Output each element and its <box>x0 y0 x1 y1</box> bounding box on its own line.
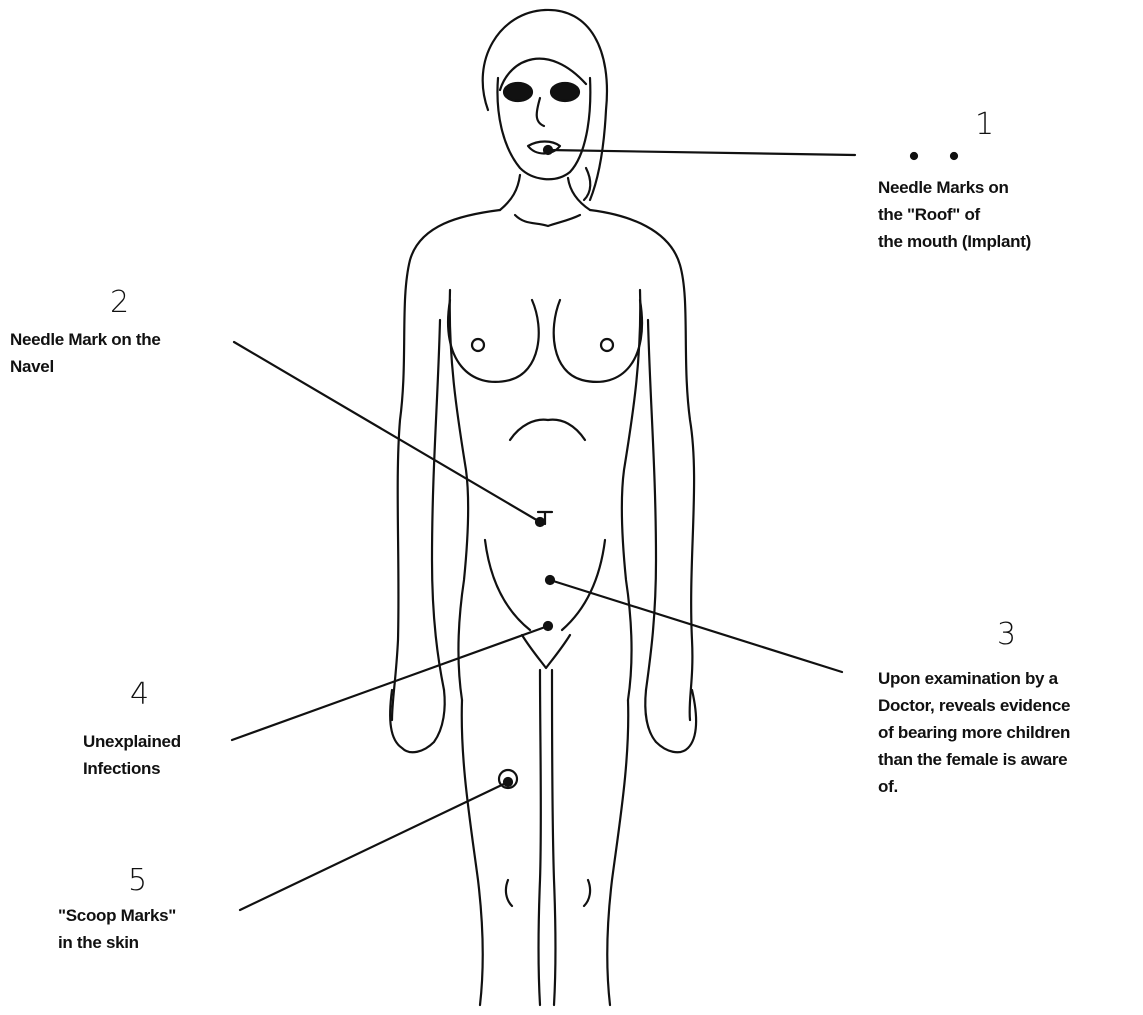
right-eye <box>551 83 579 101</box>
hair-tail <box>584 168 590 200</box>
left-inner-arm <box>432 320 444 690</box>
target-dot-4 <box>544 622 552 630</box>
annotation-2-number: 2 <box>110 288 129 318</box>
ribcage-line <box>510 420 585 440</box>
target-dot-3 <box>546 576 554 584</box>
groin <box>522 635 570 668</box>
nose <box>537 98 544 126</box>
right-inner-arm <box>646 320 656 690</box>
right-breast <box>554 300 642 382</box>
annotation-4-line-1: Unexplained <box>83 728 181 755</box>
annotation-2-line-1: Needle Mark on the <box>10 326 160 353</box>
left-knee <box>506 880 512 906</box>
annotation-2-line-2: Navel <box>10 353 160 380</box>
neck-right <box>568 178 590 210</box>
left-leg-outer <box>462 700 483 1005</box>
annotation-3-label: Upon examination by a Doctor, reveals ev… <box>878 665 1070 800</box>
right-hand <box>645 690 696 752</box>
annotation-2-label: Needle Mark on the Navel <box>10 326 160 380</box>
target-dot-1 <box>544 146 552 154</box>
neck-left <box>500 175 520 210</box>
left-eye <box>504 83 532 101</box>
left-nipple <box>472 339 484 351</box>
left-breast <box>448 300 539 382</box>
annotation-4-number: 4 <box>130 680 149 710</box>
left-shoulder-arm <box>392 210 500 720</box>
needle-dot-a <box>911 153 917 159</box>
leader-line-2 <box>234 342 540 522</box>
needle-dot-b <box>951 153 957 159</box>
annotation-5-line-1: "Scoop Marks" <box>58 902 176 929</box>
left-leg-inner <box>539 670 541 1005</box>
collarbone <box>515 215 580 226</box>
target-dot-5 <box>504 778 512 786</box>
annotation-1-number: 1 <box>975 110 994 140</box>
annotation-3-line-4: than the female is aware <box>878 746 1070 773</box>
annotation-1-line-1: Needle Marks on <box>878 174 1031 201</box>
hip-crease-left <box>485 540 530 630</box>
annotation-5-line-2: in the skin <box>58 929 176 956</box>
annotation-3-number: 3 <box>997 620 1016 650</box>
target-dot-2 <box>536 518 544 526</box>
leader-line-1 <box>548 150 855 155</box>
annotation-3-line-1: Upon examination by a <box>878 665 1070 692</box>
annotation-1-line-2: the "Roof" of <box>878 201 1031 228</box>
annotation-1-line-3: the mouth (Implant) <box>878 228 1031 255</box>
annotation-5-number: 5 <box>128 866 147 896</box>
annotation-5-label: "Scoop Marks" in the skin <box>58 902 176 956</box>
annotation-3-line-2: Doctor, reveals evidence <box>878 692 1070 719</box>
leader-line-3 <box>550 580 842 672</box>
annotation-4-line-2: Infections <box>83 755 181 782</box>
right-leg-inner <box>552 670 556 1005</box>
left-hand <box>390 690 445 752</box>
annotation-3-line-5: of. <box>878 773 1070 800</box>
right-knee <box>584 880 590 906</box>
right-nipple <box>601 339 613 351</box>
annotation-1-label: Needle Marks on the "Roof" of the mouth … <box>878 174 1031 255</box>
leader-line-5 <box>240 782 508 910</box>
right-shoulder-arm <box>590 210 694 720</box>
annotation-3-line-3: of bearing more children <box>878 719 1070 746</box>
right-leg-outer <box>607 700 628 1005</box>
annotation-4-label: Unexplained Infections <box>83 728 181 782</box>
